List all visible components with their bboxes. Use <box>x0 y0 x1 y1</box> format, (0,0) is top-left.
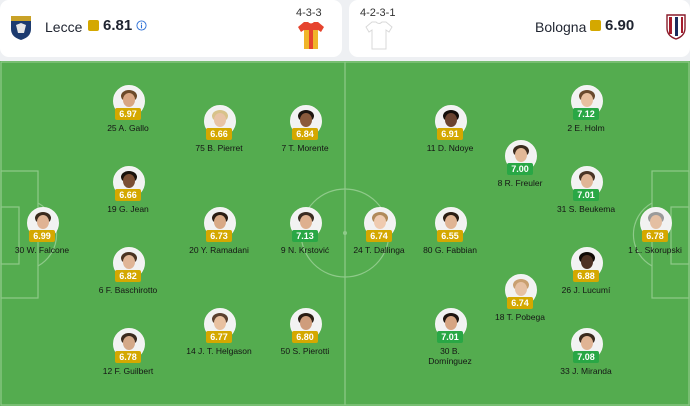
player-rating: 7.00 <box>507 163 533 175</box>
home-rating-badge-icon <box>88 20 99 31</box>
player-rating: 6.80 <box>292 331 318 343</box>
player-rating: 6.77 <box>206 331 232 343</box>
player-rating: 6.74 <box>366 230 392 242</box>
player-name: 1 Ł. Skorupski <box>628 245 682 255</box>
home-team-rating: 6.81 <box>103 17 133 34</box>
player-name: 24 T. Dallinga <box>353 245 405 255</box>
player-name: 75 B. Pierret <box>195 143 243 153</box>
player-rating: 6.91 <box>437 128 463 140</box>
away-team-rating: 6.90 <box>605 17 635 34</box>
player-name: 26 J. Lucumí <box>561 285 611 295</box>
player-name: 7 T. Morente <box>281 143 329 153</box>
player-rating: 7.13 <box>292 230 318 242</box>
player-name: 20 Y. Ramadani <box>189 245 249 255</box>
player-rating: 7.01 <box>437 331 463 343</box>
player-name: 2 E. Holm <box>567 123 605 133</box>
player-name: 18 T. Pobega <box>495 312 545 322</box>
player-rating: 6.99 <box>29 230 55 242</box>
away-team-name[interactable]: Bologna <box>535 19 587 35</box>
player-name: 30 B. Domínguez <box>428 346 472 366</box>
player-name: 31 S. Beukema <box>556 204 616 214</box>
away-jersey-icon <box>365 21 393 50</box>
player-rating: 6.55 <box>437 230 463 242</box>
player-name: 14 J. T. Helgason <box>186 346 252 356</box>
player-rating: 7.08 <box>573 351 599 363</box>
player-name: 11 D. Ndoye <box>426 143 474 153</box>
player-name: 9 N. Krstović <box>280 245 330 255</box>
player-name: 19 G. Jean <box>107 204 149 214</box>
player-name: 50 S. Pierotti <box>280 346 330 356</box>
player-rating: 6.88 <box>573 270 599 282</box>
lecce-crest-icon <box>11 16 31 40</box>
away-rating-badge-icon <box>590 20 601 31</box>
player-rating: 7.12 <box>573 108 599 120</box>
away-team-header: 4-2-3-1 Bologna 6.90 <box>349 0 690 57</box>
player-rating: 6.78 <box>642 230 668 242</box>
player-name: 30 W. Falcone <box>14 245 70 255</box>
home-team-header: Lecce 6.81 4-3-3 <box>0 0 342 57</box>
player-name: 33 J. Miranda <box>560 366 612 376</box>
player-name: 8 R. Freuler <box>497 178 543 188</box>
player-rating: 7.01 <box>573 189 599 201</box>
player-rating: 6.82 <box>115 270 141 282</box>
player-name: 12 F. Guilbert <box>102 366 154 376</box>
home-formation: 4-3-3 <box>296 7 322 19</box>
player-name: 6 F. Baschirotto <box>98 285 158 295</box>
player-rating: 6.66 <box>115 189 141 201</box>
player-name: 25 A. Gallo <box>107 123 149 133</box>
player-rating: 6.78 <box>115 351 141 363</box>
home-jersey-icon <box>298 22 324 49</box>
away-formation: 4-2-3-1 <box>360 7 396 19</box>
player-name: 80 G. Fabbian <box>423 245 477 255</box>
player-rating: 6.73 <box>206 230 232 242</box>
player-rating: 6.74 <box>507 297 533 309</box>
player-rating: 6.66 <box>206 128 232 140</box>
player-rating: 6.84 <box>292 128 318 140</box>
info-icon[interactable] <box>136 20 147 31</box>
home-team-name[interactable]: Lecce <box>45 19 83 35</box>
player-rating: 6.97 <box>115 108 141 120</box>
bologna-crest-icon <box>666 14 686 40</box>
